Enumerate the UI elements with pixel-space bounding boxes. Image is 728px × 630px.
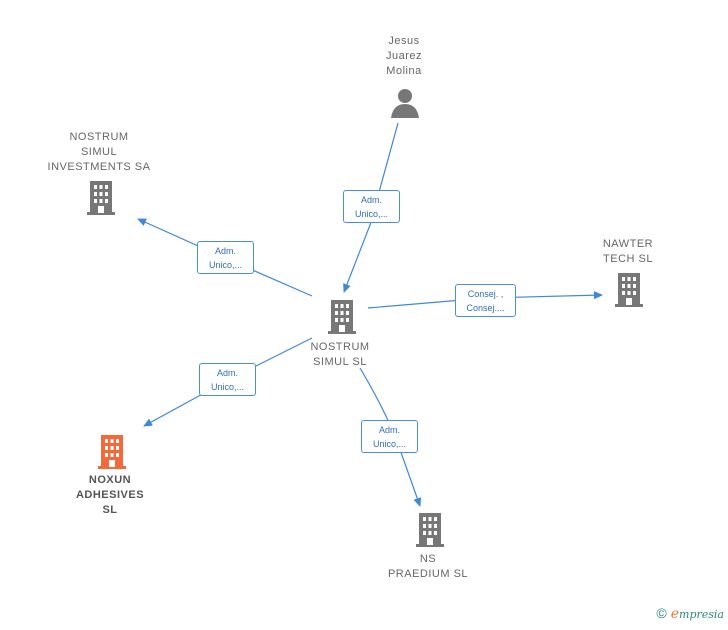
- node-label-line: TECH SL: [603, 253, 653, 265]
- edge-label-line: Adm.: [360, 195, 382, 205]
- edge-label-center-noxun[interactable]: Adm. Unico,...: [199, 363, 256, 396]
- person-icon[interactable]: [390, 88, 420, 118]
- edge-person-center[interactable]: [343, 122, 399, 293]
- edge-label-center-praedium[interactable]: Adm. Unico,...: [361, 420, 418, 453]
- edge-label-line: Unico,...: [208, 260, 242, 270]
- node-label-line: SIMUL SL: [313, 356, 367, 368]
- edge-label-line: Consej. ,: [467, 289, 504, 299]
- node-label-center[interactable]: NOSTRUM SIMUL SL: [290, 340, 390, 370]
- node-label-line: ADHESIVES: [75, 489, 145, 501]
- building-icon-highlighted[interactable]: [98, 435, 126, 469]
- building-icon[interactable]: [328, 300, 356, 334]
- node-label-line: NOXUN: [88, 474, 132, 486]
- node-label-noxun[interactable]: NOXUN ADHESIVES SL: [60, 473, 160, 518]
- node-label-line: NAWTER: [602, 238, 654, 250]
- node-label-line: Molina: [386, 65, 422, 77]
- node-label-line: Jesus: [388, 35, 420, 47]
- node-label-praedium[interactable]: NS PRAEDIUM SL: [378, 552, 478, 582]
- building-icon[interactable]: [87, 181, 115, 215]
- node-label-line: NOSTRUM: [310, 341, 370, 353]
- edge-label-line: Adm.: [214, 246, 236, 256]
- edge-label-line: Consej....: [466, 303, 505, 313]
- building-icon[interactable]: [615, 273, 643, 307]
- node-label-nawter[interactable]: NAWTER TECH SL: [578, 237, 678, 267]
- edge-label-line: Unico,...: [210, 382, 244, 392]
- node-label-person[interactable]: Jesus Juarez Molina: [354, 34, 454, 79]
- node-label-line: NOSTRUM: [69, 131, 129, 143]
- edge-label-center-nawter[interactable]: Consej. , Consej....: [455, 284, 516, 317]
- brand-e: e: [670, 606, 680, 622]
- node-label-investments[interactable]: NOSTRUM SIMUL INVESTMENTS SA: [39, 130, 159, 175]
- node-label-line: INVESTMENTS SA: [47, 161, 151, 173]
- copyright-symbol: ©: [656, 605, 667, 621]
- edge-label-person-center[interactable]: Adm. Unico,...: [343, 190, 400, 223]
- building-icon[interactable]: [416, 513, 444, 547]
- brand-name: mpresia: [679, 608, 724, 621]
- edge-label-center-investments[interactable]: Adm. Unico,...: [197, 241, 254, 274]
- edge-label-line: Unico,...: [372, 439, 406, 449]
- edge-label-line: Unico,...: [354, 209, 388, 219]
- node-label-line: SL: [102, 504, 118, 516]
- node-label-line: PRAEDIUM SL: [387, 568, 469, 580]
- node-label-line: SIMUL: [80, 146, 118, 158]
- brand-logo: ©empresia: [656, 605, 724, 622]
- edge-label-line: Adm.: [216, 368, 238, 378]
- node-label-line: Juarez: [385, 50, 423, 62]
- node-label-line: NS: [419, 553, 437, 565]
- edge-label-line: Adm.: [378, 425, 400, 435]
